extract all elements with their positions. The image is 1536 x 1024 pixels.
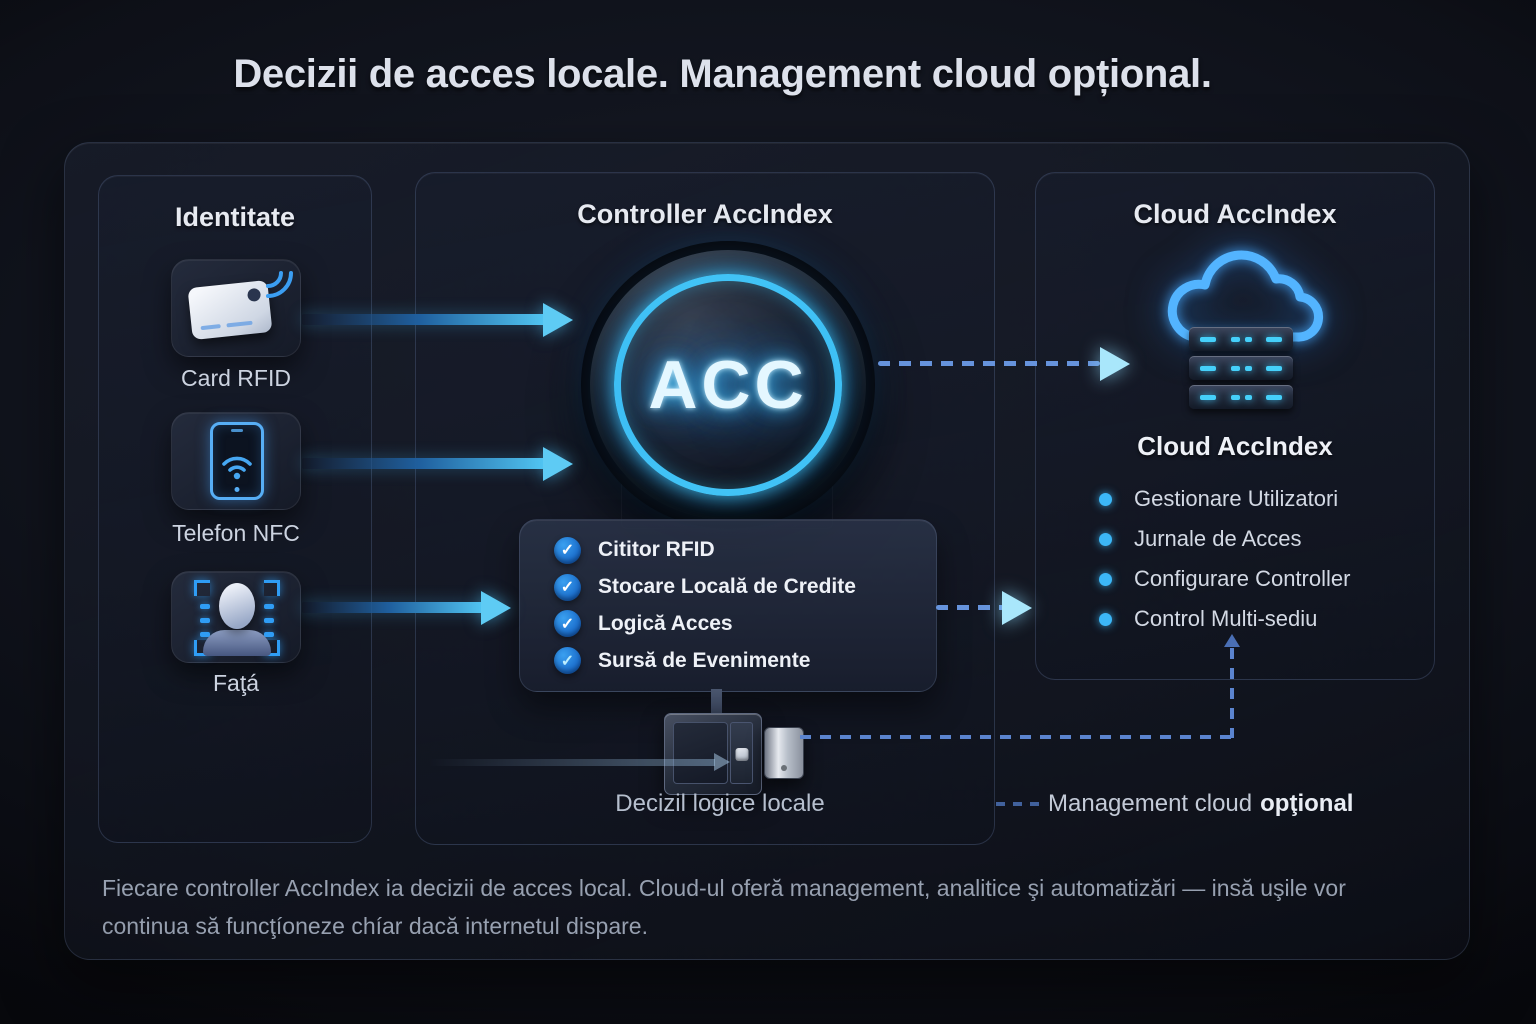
server-slab [1189, 356, 1293, 380]
dot-bullet-icon [1099, 612, 1112, 626]
feature-row: ✓ Stocare Locală de Credite [554, 573, 936, 601]
cloud-header: Cloud AccIndex [1133, 199, 1337, 229]
dot-bullet-icon [1099, 532, 1112, 546]
acc-controller-badge: ACC [581, 241, 875, 529]
nfc-phone-icon [210, 422, 264, 500]
face-scan-icon [194, 580, 280, 656]
card-line [226, 320, 253, 328]
dashed-link-features-to-cloud [936, 605, 1004, 610]
cloud-feature-label: Gestionare Utilizatori [1134, 486, 1339, 511]
scan-tick [200, 618, 210, 623]
note-dash [996, 802, 1046, 806]
server-led [1266, 394, 1282, 400]
scan-tick [264, 604, 274, 609]
scan-bracket [194, 580, 210, 596]
phone-home-dot [234, 487, 240, 492]
scan-tick [264, 618, 274, 623]
decision-beam [429, 753, 730, 771]
arrowhead-icon [1100, 347, 1130, 381]
dashed-elbow-horizontal [800, 735, 1232, 739]
server-led [1200, 336, 1216, 342]
dashed-elbow-vertical [1230, 648, 1234, 738]
rfid-waves-icon [266, 271, 293, 298]
cloud-feature-list: Gestionare Utilizatori Jurnale de Acces … [1099, 479, 1350, 639]
feature-row: ✓ Logică Acces [554, 610, 936, 638]
scan-tick [200, 604, 210, 609]
identity-item-label: Faţá [212, 670, 260, 696]
door-panel-strip [730, 722, 753, 784]
feature-label: Logică Acces [598, 611, 733, 635]
arrowhead-icon [543, 303, 573, 337]
cloud-feature-row: Gestionare Utilizatori [1099, 479, 1350, 519]
door-button [735, 748, 748, 761]
feature-label: Sursă de Evenimente [598, 648, 811, 672]
cloud-feature-row: Jurnale de Acces [1099, 519, 1350, 559]
door-controller-icon [664, 713, 762, 795]
cloud-optional-note: Management cloud opţional [1048, 790, 1353, 818]
rfid-card-tile [171, 259, 301, 357]
cloud-feature-label: Jurnale de Acces [1134, 526, 1302, 551]
server-led [1266, 365, 1282, 371]
dot-bullet-icon [1099, 492, 1112, 506]
person-head [219, 583, 255, 629]
identity-header: Identitate [174, 202, 295, 232]
footer-text: Fiecare controller AccIndex ia decizii d… [102, 875, 1346, 939]
dashed-link-controller-to-cloud [878, 361, 1100, 366]
arrow-face-to-controller [302, 602, 484, 613]
server-led [1200, 394, 1216, 400]
cloud-feature-label: Configurare Controller [1134, 566, 1351, 591]
acc-badge-text: ACC [648, 347, 808, 423]
feature-row: ✓ Sursă de Evenimente [554, 647, 936, 675]
page-title: Decizii de acces locale. Management clou… [233, 52, 1212, 96]
reader-led [781, 765, 787, 771]
server-rack-icon [1189, 327, 1293, 409]
checkmark-icon: ✓ [554, 647, 581, 675]
nfc-phone-tile [171, 412, 301, 510]
controller-header: Controller AccIndex [577, 199, 833, 229]
feature-label: Stocare Locală de Credite [598, 575, 856, 599]
arrowhead-icon [1224, 634, 1240, 647]
arrowhead-icon [1002, 591, 1032, 625]
server-led [1230, 336, 1240, 342]
scan-bracket [264, 580, 280, 596]
arrowhead-icon [543, 447, 573, 481]
server-led [1200, 365, 1216, 371]
wifi-icon [222, 456, 252, 480]
checkmark-icon: ✓ [554, 610, 581, 638]
cloud-feature-label: Control Multi-sediu [1134, 606, 1318, 631]
phone-speaker [231, 429, 243, 432]
cloud-subtitle: Cloud AccIndex [1137, 431, 1333, 461]
note-bold: opţional [1260, 790, 1354, 817]
dot-bullet-icon [1099, 572, 1112, 586]
server-slab [1189, 327, 1293, 351]
card-line [200, 324, 221, 331]
arrowhead-icon [481, 591, 511, 625]
server-led [1244, 336, 1252, 342]
reader-unit-icon [764, 727, 804, 779]
cloud-feature-row: Configurare Controller [1099, 559, 1350, 599]
controller-column: Controller AccIndex ACC ✓ Cititor RFID ✓… [415, 172, 995, 845]
feature-label: Cititor RFID [598, 538, 715, 562]
note-prefix: Management cloud [1048, 790, 1253, 817]
cloud-feature-row: Control Multi-sediu [1099, 599, 1350, 639]
server-led [1230, 394, 1240, 400]
server-led [1244, 394, 1252, 400]
feature-row: ✓ Cititor RFID [554, 536, 936, 564]
identity-item-label: Telefon NFC [172, 520, 300, 546]
device-caption: Decizil logice locale [615, 790, 825, 817]
cloud-column: Cloud AccIndex Cloud AccIndex [1035, 172, 1435, 680]
arrow-phone-to-controller [302, 458, 546, 469]
server-slab [1189, 385, 1293, 409]
person-shoulders [203, 630, 271, 656]
checkmark-icon: ✓ [554, 573, 581, 601]
identity-item-label: Card RFID [181, 365, 291, 391]
arrow-card-to-controller [302, 314, 546, 325]
identity-column: Identitate Card RFID [98, 175, 372, 843]
server-led [1244, 365, 1252, 371]
server-led [1266, 336, 1282, 342]
controller-feature-list: ✓ Cititor RFID ✓ Stocare Locală de Credi… [519, 519, 937, 692]
face-scan-tile [171, 571, 301, 663]
server-led [1230, 365, 1240, 371]
checkmark-icon: ✓ [554, 536, 581, 564]
